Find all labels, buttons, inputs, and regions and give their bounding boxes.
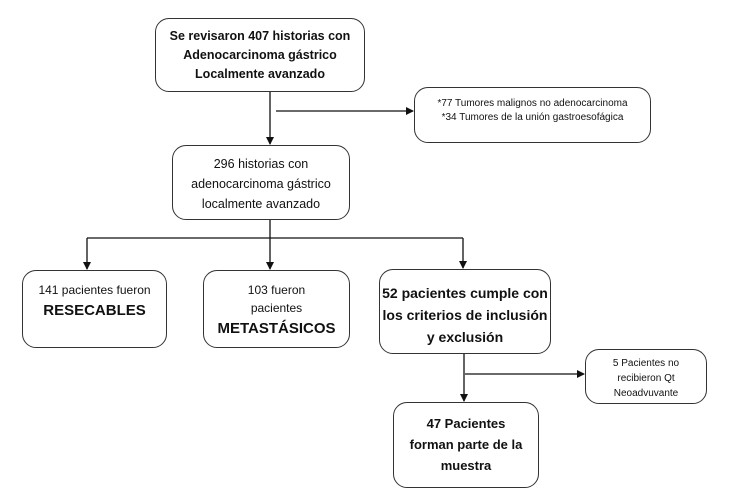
node-text: pacientes xyxy=(250,301,303,315)
node-text: 47 Pacientes xyxy=(426,416,506,431)
node-inclusion-criteria: 52 pacientes cumple con los criterios de… xyxy=(379,269,551,354)
node-no-neoadjuvant: 5 Pacientes no recibieron Qt Neoadvuvant… xyxy=(585,349,707,404)
node-text: y exclusión xyxy=(426,329,504,345)
node-text: *34 Tumores de la unión gastroesofágica xyxy=(441,112,624,123)
node-text: localmente avanzado xyxy=(201,197,321,211)
node-text: Se revisaron 407 historias con xyxy=(169,29,351,43)
node-text: forman parte de la xyxy=(409,437,523,452)
node-text: 52 pacientes cumple con xyxy=(382,285,548,301)
node-text: 103 fueron xyxy=(247,283,306,297)
node-text: *77 Tumores malignos no adenocarcinoma xyxy=(437,98,628,109)
node-text: 296 historias con xyxy=(213,157,309,171)
node-text: recibieron Qt xyxy=(617,373,675,384)
node-metastatic: 103 fueron pacientes METASTÁSICOS xyxy=(203,270,350,348)
node-reviewed-histories: Se revisaron 407 historias con Adenocarc… xyxy=(155,18,365,92)
node-resectable: 141 pacientes fueron RESECABLES xyxy=(22,270,167,348)
node-text: Neoadvuvante xyxy=(613,388,679,399)
node-text: los criterios de inclusión xyxy=(382,307,548,323)
node-final-sample: 47 Pacientes forman parte de la muestra xyxy=(393,402,539,488)
node-emphasis: RESECABLES xyxy=(43,302,146,319)
node-text: muestra xyxy=(440,458,492,473)
node-emphasis: METASTÁSICOS xyxy=(217,320,336,337)
node-text: Localmente avanzado xyxy=(195,67,325,81)
node-text: 5 Pacientes no xyxy=(612,358,680,369)
node-text: Adenocarcinoma gástrico xyxy=(183,48,337,62)
node-excluded-tumors: *77 Tumores malignos no adenocarcinoma *… xyxy=(414,87,651,143)
node-text: 141 pacientes fueron xyxy=(38,283,151,297)
node-eligible-histories: 296 historias con adenocarcinoma gástric… xyxy=(172,145,350,220)
node-text: adenocarcinoma gástrico xyxy=(191,177,331,191)
